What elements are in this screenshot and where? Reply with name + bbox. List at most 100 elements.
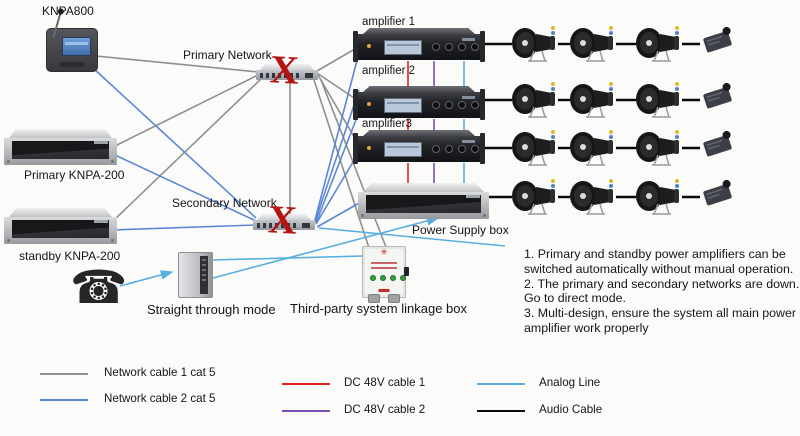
rack-screw [111,239,114,242]
amp-front [353,89,485,120]
wire-network1 [316,72,361,103]
fault-x-primary: X [268,46,301,93]
wire-network2 [314,89,360,223]
knpa800-console [46,12,98,72]
primary-knpa200-host [4,129,117,165]
brand-logo [462,96,475,99]
switch-top-face [260,64,314,70]
brand-logo [94,220,108,223]
notes-block: 1. Primary and standby power amplifiers … [524,247,800,336]
amp-display [384,98,422,113]
label-secondary-network: Secondary Network [172,196,277,210]
amp-top-face [363,86,475,92]
label-power-supply: Power Supply box [412,223,509,237]
note-2: 2. The primary and secondary networks ar… [524,276,800,306]
wire-analog [212,216,440,279]
rack-screw [7,239,10,242]
legend-label: DC 48V cable 2 [344,403,426,416]
switch-uplink-port [302,223,310,228]
rack-top-face [9,129,112,138]
rack-ear [353,89,358,120]
console-screen [62,37,91,56]
switch-top-face [257,214,311,220]
power-led [367,44,371,48]
secondary-network-switch [253,214,315,230]
label-primary-knpa200: Primary KNPA-200 [24,168,125,182]
rack-screw [111,160,114,163]
amp-top-face [363,28,475,34]
rack-front [4,217,117,244]
switch-ports [257,223,299,228]
rack-screw [483,214,486,217]
wire-network2 [315,151,360,225]
switch-front [253,220,315,230]
rack-screw [7,160,10,163]
wire-network2 [314,52,360,221]
legend-label: Network cable 2 cat 5 [104,392,216,405]
rack-panel [12,141,109,159]
straight-through-server [178,252,213,298]
rack-ear [480,89,485,120]
amp-display [384,142,422,157]
label-third-party-box: Third-party system linkage box [290,301,468,316]
legend-swatch [477,410,525,412]
wire-network2 [114,154,257,222]
power-led [367,146,371,150]
label-knpa800: KNPA800 [42,4,94,18]
wire-network2 [111,224,256,231]
amp-front [353,31,485,62]
rack-top-face [363,183,484,192]
brand-logo [462,140,475,143]
legend-swatch [40,399,88,401]
legend-swatch [477,383,525,385]
wire-analog [119,270,174,287]
standby-knpa200-host [4,208,117,244]
switch-uplink-port [305,73,313,78]
wire-analog [318,227,506,247]
side-connector [404,267,409,276]
power-led [367,102,371,106]
rack-screw [361,214,364,217]
amp-knobs [432,101,479,109]
note-3: 3. Multi-design, ensure the system all m… [524,306,797,335]
third-party-linkage-box: ✳ [362,246,409,303]
cable-gland [388,294,400,303]
wire-network2 [316,201,362,228]
fault-x-secondary: X [266,196,299,243]
box-text-lines [371,262,397,270]
legend-swatch [40,373,88,375]
label-straight-through: Straight through mode [147,302,276,317]
legend-swatch [282,383,330,385]
wire-analog [211,255,364,261]
legend-label: Audio Cable [539,403,603,416]
switch-front [256,70,318,80]
brand-logo [94,141,108,144]
box-terminals [370,275,406,281]
label-amplifier-1: amplifier 1 [362,16,416,28]
brand-logo [462,38,475,41]
amp-display [384,40,422,55]
console-buttons [60,62,84,67]
server-front-stripe [200,256,208,294]
legend-label: DC 48V cable 1 [344,376,426,389]
brand-logo [466,195,480,198]
rack-ear [353,133,358,164]
wire-network2 [315,111,360,224]
primary-network-switch [256,64,318,80]
rack-panel [12,220,109,238]
note-1: 1. Primary and standby power amplifiers … [524,247,794,276]
label-standby-knpa200: standby KNPA-200 [19,249,121,263]
amp-top-face [363,130,475,136]
legend-label: Network cable 1 cat 5 [104,366,216,379]
brand-logo [378,289,390,292]
power-supply-box [358,183,489,219]
rack-ear [480,31,485,62]
amplifier-2 [353,86,485,120]
wire-network1 [316,45,361,72]
label-amplifier-3: amplifier3 [362,118,412,130]
rack-front [358,192,489,219]
rack-ear [480,133,485,164]
label-amplifier-2: amplifier 2 [362,65,416,77]
wire-network1 [95,55,259,73]
